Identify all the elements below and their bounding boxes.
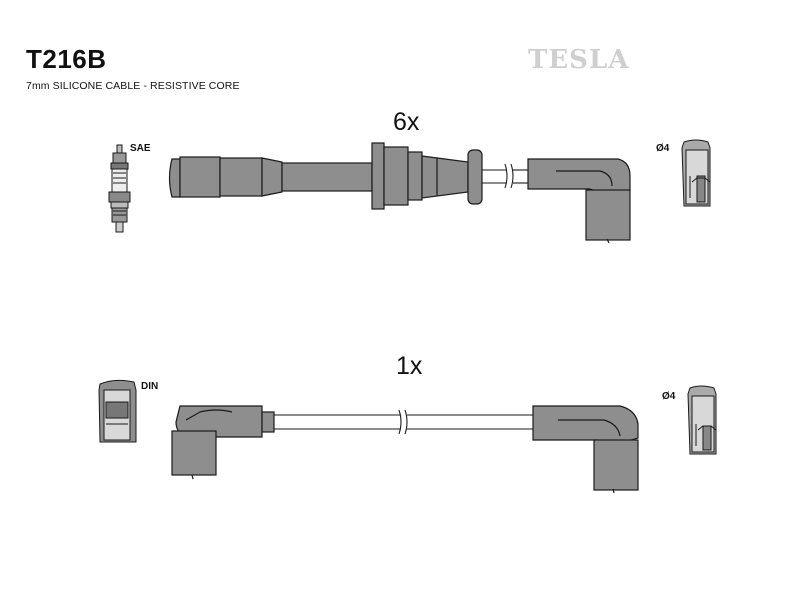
terminal-label-diameter-1: Ø4 bbox=[656, 143, 670, 154]
cable-set-2 bbox=[274, 409, 533, 435]
quantity-label-set-2: 1x bbox=[396, 352, 423, 380]
cable-set-1 bbox=[482, 163, 528, 189]
terminal-label-diameter-2: Ø4 bbox=[662, 391, 676, 402]
coil-boot-angled-2 bbox=[532, 405, 639, 494]
plug-boot-angled bbox=[171, 405, 275, 480]
coil-terminal-1 bbox=[681, 139, 711, 207]
cable-description: 7mm SILICONE CABLE - RESISTIVE CORE bbox=[26, 80, 240, 92]
coil-boot-angled-1 bbox=[527, 158, 631, 244]
part-number: T216B bbox=[26, 44, 107, 74]
plug-terminal-din bbox=[98, 379, 137, 443]
coil-terminal-2 bbox=[687, 385, 717, 455]
quantity-label-set-1: 6x bbox=[393, 108, 420, 136]
terminal-label-din: DIN bbox=[141, 381, 159, 392]
spark-plug-sae bbox=[108, 144, 131, 233]
plug-boot-straight bbox=[168, 142, 483, 210]
terminal-label-sae: SAE bbox=[130, 143, 151, 154]
brand-logo: TESLA bbox=[528, 45, 630, 75]
